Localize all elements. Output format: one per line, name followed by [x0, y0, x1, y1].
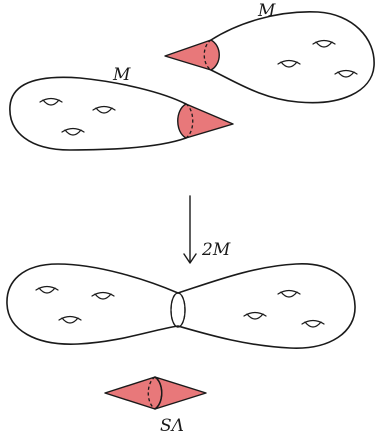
- suspension-double-cone: SΛ: [104, 376, 207, 436]
- arrow-label: 2M: [201, 240, 231, 260]
- manifold-top-left: M: [9, 65, 234, 151]
- handle-icon: [301, 319, 325, 328]
- handle-icon: [92, 105, 116, 114]
- handle-icon: [277, 59, 301, 68]
- cone-end: [177, 103, 234, 139]
- doubling-arrow: 2M: [183, 195, 231, 264]
- double-cone-shape: [104, 376, 163, 410]
- handle-icon: [277, 289, 301, 298]
- cone-rim-dashed: [147, 376, 156, 410]
- suspension-label: SΛ: [160, 416, 184, 436]
- handle-icon: [35, 285, 59, 294]
- handle-icon: [334, 69, 358, 78]
- cone-rim: [154, 376, 163, 410]
- handle-icon: [61, 127, 85, 136]
- cone-end: [164, 39, 220, 71]
- doubled-outline: [6, 263, 356, 349]
- cone-rim-dashed: [203, 39, 212, 71]
- manifold-label: M: [112, 65, 131, 85]
- double-cone-shape: [154, 376, 207, 410]
- manifold-outline: [210, 11, 375, 104]
- manifold-top-right: M: [164, 1, 375, 104]
- manifold-label: M: [257, 1, 276, 21]
- handle-icon: [58, 315, 82, 324]
- neck-rim-dashed: [170, 292, 186, 328]
- handle-icon: [243, 311, 267, 320]
- handle-icon: [91, 291, 115, 300]
- handle-icon: [312, 39, 336, 48]
- cone-rim-dashed: [185, 103, 194, 139]
- doubled-manifold: [6, 263, 356, 349]
- handle-icon: [39, 97, 63, 106]
- manifold-outline: [9, 76, 187, 151]
- arrow-head-icon: [183, 253, 197, 264]
